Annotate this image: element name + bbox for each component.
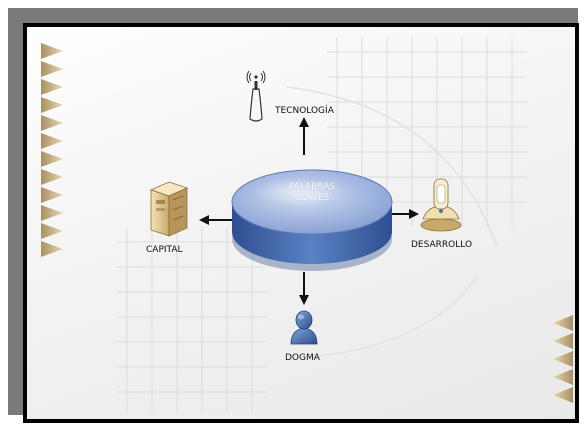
left-triangle-column: [41, 43, 63, 257]
node-label-capital: CAPITAL: [146, 245, 183, 255]
microscope-icon: [420, 178, 462, 232]
grid-upper-right: [327, 37, 527, 227]
person-icon: [290, 310, 318, 345]
grid-lower-left: [117, 227, 267, 412]
node-label-tecnologia: TECNOLOGÍA: [275, 106, 334, 116]
center-line-2: CLAVES: [294, 193, 330, 203]
slide-background: [41, 37, 573, 412]
slide-frame: TECNOLOGÍA CAPITAL DESARROLLO DOGMA PALA…: [23, 23, 579, 423]
central-disc: [231, 169, 393, 271]
antenna-icon: [246, 70, 266, 122]
center-node-text: PALABRAS CLAVES: [262, 182, 362, 204]
server-cabinet-icon: [149, 181, 189, 237]
node-label-dogma: DOGMA: [285, 353, 320, 363]
right-triangle-column: [553, 315, 573, 403]
center-line-1: PALABRAS: [288, 182, 336, 192]
node-label-desarrollo: DESARROLLO: [411, 240, 473, 250]
decorative-arcs: [286, 86, 498, 358]
